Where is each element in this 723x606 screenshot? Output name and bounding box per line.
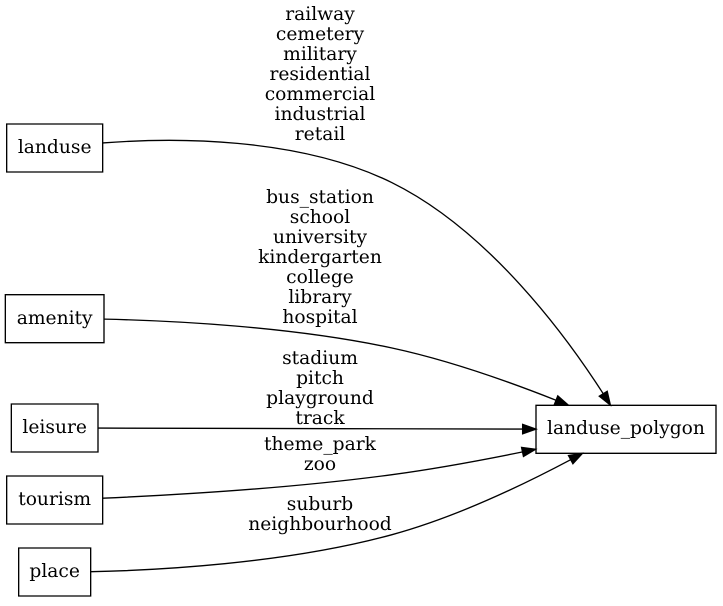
svg-text:neighbourhood: neighbourhood <box>248 514 392 535</box>
svg-text:library: library <box>288 287 352 308</box>
svg-text:zoo: zoo <box>304 454 336 475</box>
svg-text:university: university <box>273 227 368 248</box>
svg-text:pitch: pitch <box>296 368 344 389</box>
svg-text:residential: residential <box>269 64 370 85</box>
svg-text:bus_station: bus_station <box>266 187 374 208</box>
svg-text:cemetery: cemetery <box>276 24 365 45</box>
svg-text:school: school <box>290 207 351 228</box>
svg-text:industrial: industrial <box>275 104 366 125</box>
svg-text:kindergarten: kindergarten <box>258 247 382 268</box>
svg-text:hospital: hospital <box>282 307 357 328</box>
svg-text:commercial: commercial <box>265 84 376 105</box>
svg-text:leisure: leisure <box>22 417 87 438</box>
svg-text:landuse: landuse <box>18 137 92 158</box>
svg-text:college: college <box>286 267 354 288</box>
svg-text:military: military <box>283 44 357 65</box>
svg-text:landuse_polygon: landuse_polygon <box>547 418 705 439</box>
svg-text:place: place <box>29 561 80 582</box>
svg-text:tourism: tourism <box>18 489 91 510</box>
svg-text:stadium: stadium <box>282 348 358 369</box>
svg-text:track: track <box>295 408 345 429</box>
svg-text:playground: playground <box>266 388 374 409</box>
svg-text:railway: railway <box>285 4 355 25</box>
svg-text:theme_park: theme_park <box>264 434 377 455</box>
svg-text:suburb: suburb <box>287 494 353 515</box>
svg-text:amenity: amenity <box>17 308 93 329</box>
svg-text:retail: retail <box>295 124 346 145</box>
